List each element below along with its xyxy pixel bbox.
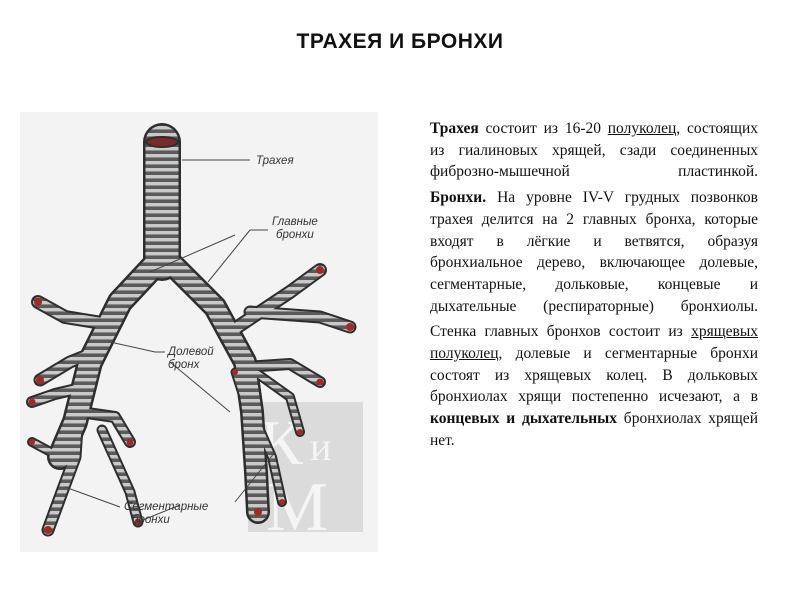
label-leader-lines	[64, 159, 276, 523]
label-segmental-bronchi-line2: бронхи	[132, 514, 170, 526]
page-title: ТРАХЕЯ И БРОНХИ	[296, 30, 504, 53]
svg-text:и: и	[310, 424, 331, 469]
p3-bold: концевых и дыхательных	[430, 410, 617, 428]
p1-text-a: состоит из 16-20	[478, 120, 608, 137]
p1-underlined: полуколец,	[607, 120, 681, 137]
label-main-bronchi-line1: Главные	[272, 216, 318, 228]
p3-text-a: Стенка главных бронхов состоит из	[430, 323, 692, 341]
trachea-opening	[145, 136, 179, 148]
p3-underlined: хрящевых полуколец	[430, 323, 758, 363]
bronchi-tips	[28, 266, 354, 534]
p2-text-a: На уровне IV-V грудных позвонков трахея …	[430, 189, 758, 315]
label-segmental-bronchi-line1: Сегментарные	[124, 501, 208, 513]
label-lobar-bronchus-line1: Долевой	[166, 346, 214, 358]
description-text: Трахея состоит из 16-20 полуколец, состо…	[396, 118, 758, 456]
label-main-bronchi-line2: бронхи	[276, 229, 314, 241]
paragraph-bronchi: Бронхи. На уровне IV-V грудных позвонков…	[396, 187, 758, 317]
bronchial-tree-figure: К и М	[20, 112, 378, 552]
p3-text-b: , долевые и сегментарные бронхи состоят …	[430, 345, 758, 406]
paragraph-trachea: Трахея состоит из 16-20 полуколец, состо…	[396, 118, 758, 183]
paragraph-bronchi-wall: Стенка главных бронхов состоит из хрящев…	[396, 321, 758, 451]
term-bronchi: Бронхи.	[430, 189, 487, 207]
label-lobar-bronchus-line2: бронх	[168, 359, 201, 371]
bronchial-tree-illustration: К и М	[26, 123, 363, 546]
p1-text-b: состоящих из гиалиновых хрящей, сзади со…	[430, 120, 758, 181]
p3-text-c: бронхиолах хрящей нет.	[430, 410, 758, 449]
bronchial-tree	[26, 123, 357, 537]
label-trachea: Трахея	[256, 155, 294, 167]
term-trachea: Трахея	[430, 120, 479, 137]
